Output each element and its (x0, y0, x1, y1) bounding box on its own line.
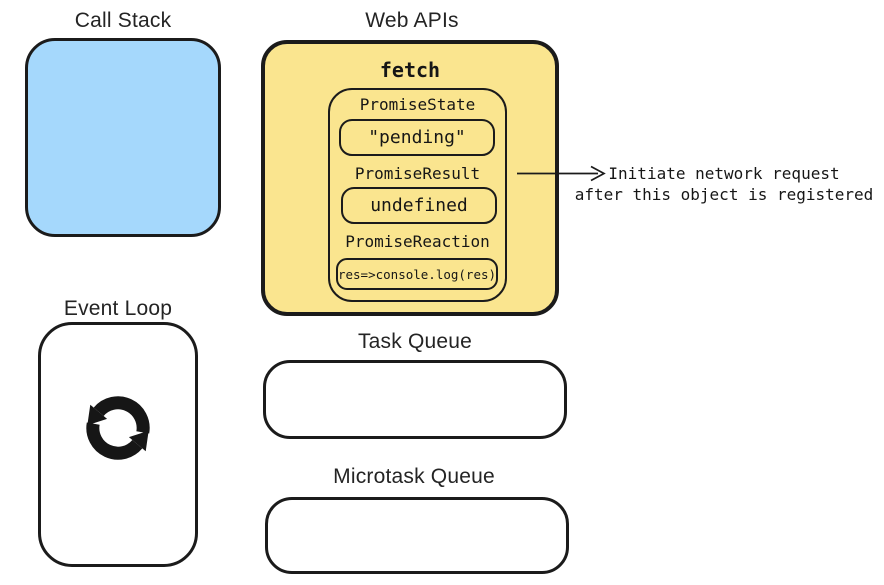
promise-state-value-box: "pending" (339, 119, 495, 156)
promise-result-value-box: undefined (341, 187, 497, 224)
fetch-label: fetch (379, 58, 441, 82)
promise-result-label: PromiseResult (354, 164, 481, 183)
event-loop-title: Event Loop (63, 297, 173, 320)
promise-result-value: undefined (370, 195, 468, 216)
call-stack-title: Call Stack (74, 9, 172, 32)
task-queue-box (263, 360, 567, 439)
refresh-cycle-icon (86, 396, 150, 460)
microtask-queue-title: Microtask Queue (333, 465, 495, 488)
annotation-line-1: Initiate network request (608, 164, 840, 183)
event-loop-box (38, 322, 198, 567)
promise-state-label: PromiseState (359, 95, 476, 114)
right-arrow-icon (517, 165, 606, 182)
annotation-text: Initiate network request after this obje… (575, 163, 874, 205)
microtask-queue-box (265, 497, 569, 574)
fetch-promise-object: PromiseState "pending" PromiseResult und… (328, 88, 507, 302)
web-apis-box: fetch PromiseState "pending" PromiseResu… (261, 40, 559, 316)
promise-state-value: "pending" (368, 127, 466, 148)
web-apis-title: Web APIs (365, 9, 459, 32)
annotation-line-2: after this object is registered (574, 185, 874, 204)
promise-reaction-value: res=>console.log(res) (337, 266, 497, 282)
call-stack-box (25, 38, 221, 237)
promise-reaction-value-box: res=>console.log(res) (336, 258, 498, 290)
promise-reaction-label: PromiseReaction (345, 232, 490, 251)
task-queue-title: Task Queue (357, 330, 473, 353)
